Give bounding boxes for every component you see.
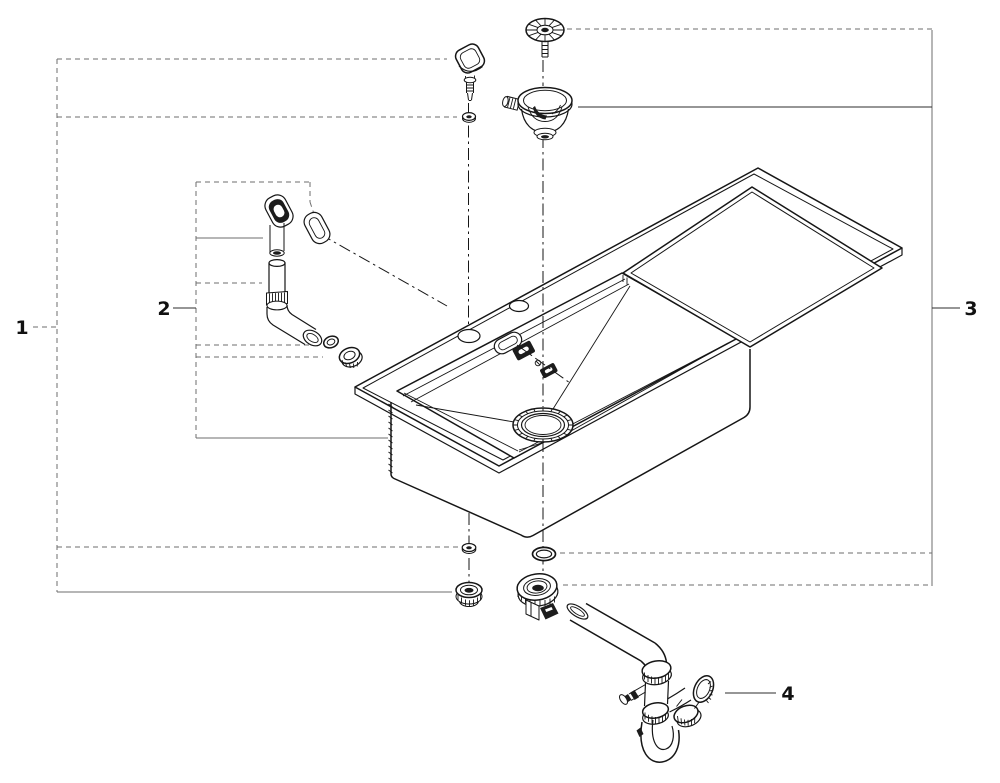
knob-washer [461, 111, 477, 123]
overflow-slot [493, 331, 523, 355]
callout-2-label: 2 [157, 298, 170, 320]
rim-deck-holes [457, 299, 558, 379]
trap-wall-port [692, 675, 715, 703]
overflow-gasket [303, 211, 331, 245]
elbow-open-end [302, 329, 323, 347]
callout-4-label: 4 [781, 683, 794, 705]
drainboard-outer [622, 186, 883, 348]
locknut-knurling [457, 594, 481, 607]
basin-left-edge-hatching [388, 403, 393, 474]
bowl-drain-ring [512, 407, 574, 443]
overflow-cover-plate [264, 194, 294, 228]
basket-slot [533, 106, 547, 120]
pipe-collar [266, 300, 288, 311]
elbow-nut-knurling [341, 359, 358, 369]
rim-inner-edge [362, 173, 894, 461]
strainer-cap-stem [541, 41, 549, 58]
lower-locknut [455, 581, 483, 607]
callout-3-label: 3 [964, 298, 977, 320]
sink-basin-underbody [388, 349, 751, 538]
trap-top-nut [641, 660, 672, 686]
popup-knob-cap [454, 43, 486, 74]
strainer-cap [525, 17, 565, 58]
overflow-elbow [266, 304, 323, 347]
callout-bracket-lines [33, 28, 960, 694]
overflow-pipe [266, 259, 288, 311]
rim-front-thickness [354, 248, 903, 474]
elbow-ring [322, 335, 340, 349]
strainer-cap-spokes [526, 18, 564, 42]
trap-side-port [619, 684, 646, 705]
overflow-assembly [264, 194, 363, 369]
trap-outlet-branch [667, 675, 715, 728]
sink-body [354, 167, 903, 538]
popup-knob-assembly [454, 43, 486, 123]
bracket-2-corner [309, 182, 315, 215]
overflow-screw-axis [516, 344, 571, 384]
bowl-crease-back [552, 285, 631, 410]
trap-body [643, 680, 670, 707]
trap-lower-nut [641, 702, 670, 725]
drainboard-inner [630, 191, 875, 343]
overflow-cover-tube [269, 223, 285, 253]
drain-trap-assembly [566, 602, 715, 763]
faucet-hole-left [457, 328, 481, 344]
under-sink-parts [455, 542, 559, 621]
faucet-hole-right [508, 299, 530, 313]
overflow-diagonal-axis [319, 233, 448, 307]
trap-inlet-opening [566, 603, 589, 620]
pipe-top-opening [268, 259, 286, 268]
drain-oring [531, 546, 557, 562]
elbow-nut [338, 346, 363, 369]
bowl-crease-left [415, 404, 515, 423]
bowl-left-bevel [403, 392, 519, 452]
bowl-crease-right [570, 342, 729, 432]
knob-rod-tip [467, 92, 473, 101]
sink-drainboard [622, 186, 883, 348]
basket-bowl-inner [527, 106, 563, 122]
knob-side-bevel [458, 65, 483, 72]
drain-ring-knurling [513, 408, 573, 442]
knob-collar [463, 76, 477, 84]
drain-outlet-fitting [516, 573, 559, 621]
basin-outline [390, 349, 751, 538]
trap-loop [636, 719, 680, 763]
callout-1-label: 1 [15, 317, 28, 339]
strainer-basket [502, 86, 573, 141]
outlet-tab [525, 599, 540, 621]
lower-washer [461, 542, 477, 554]
outlet-barb [540, 603, 559, 620]
callout-labels: 1 2 3 4 [15, 298, 977, 705]
trap-inlet-tube [569, 602, 656, 662]
basket-flange [517, 86, 573, 115]
